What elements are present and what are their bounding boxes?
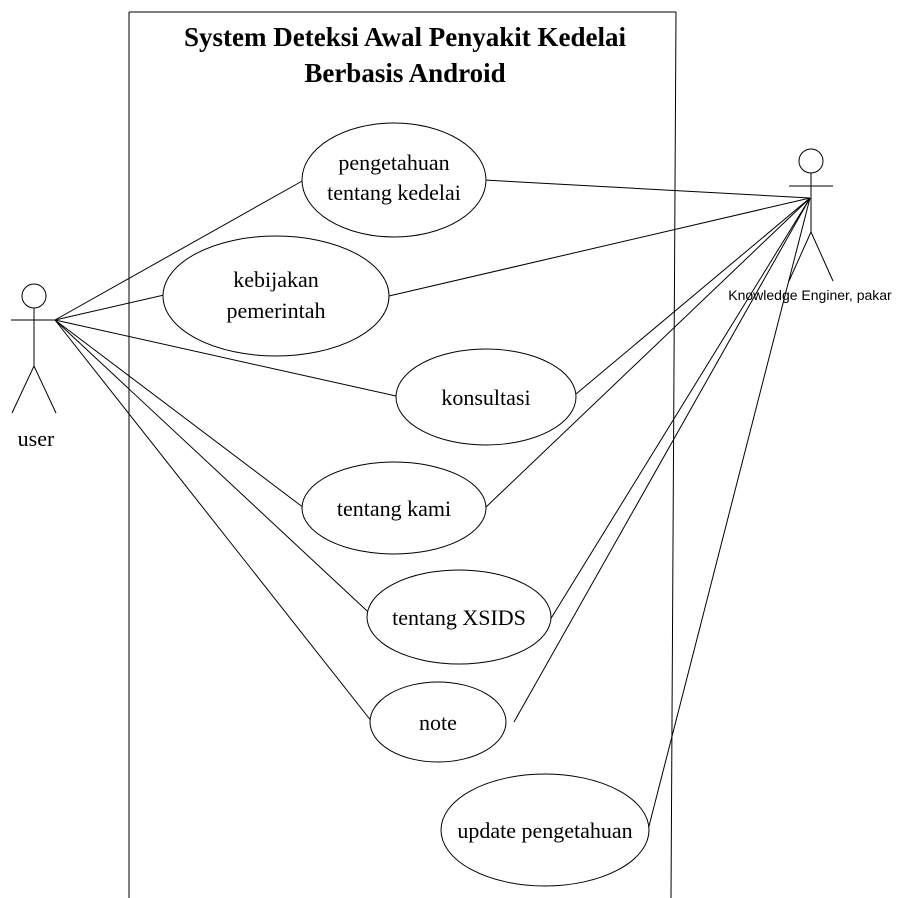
use-case-tentang-xsids: tentang XSIDS	[366, 569, 552, 665]
assoc-user-kebijakan	[54, 294, 165, 321]
use-case-kebijakan: kebijakan pemerintah	[162, 235, 390, 357]
expert-associations	[388, 179, 811, 831]
stick-figure-icon	[788, 148, 834, 282]
use-case-note: note	[369, 681, 507, 763]
assoc-user-tentang-xsids	[54, 319, 381, 624]
use-case-pengetahuan: pengetahuan tentang kedelai	[301, 122, 487, 238]
actor-user-label: user	[18, 426, 55, 451]
use-case-pengetahuan-line1: pengetahuan	[338, 150, 449, 175]
assoc-expert-konsultasi	[575, 197, 811, 395]
user-associations	[54, 179, 397, 723]
assoc-expert-update	[647, 197, 811, 831]
assoc-expert-tentang-kami	[484, 197, 811, 509]
actor-expert-label: Knowledge Enginer, pakar	[728, 287, 892, 303]
assoc-user-konsultasi	[54, 319, 397, 397]
assoc-expert-tentang-xsids	[549, 197, 811, 621]
use-case-kebijakan-line1: kebijakan	[233, 267, 319, 292]
stick-figure-icon	[11, 283, 57, 414]
assoc-user-note	[54, 319, 373, 723]
system-title-line1: System Deteksi Awal Penyakit Kedelai	[184, 22, 626, 52]
assoc-expert-note	[513, 197, 811, 723]
system-boundary	[128, 11, 677, 898]
use-case-update-label: update pengetahuan	[457, 818, 632, 843]
assoc-expert-kebijakan	[388, 197, 811, 297]
assoc-user-pengetahuan	[54, 179, 305, 321]
use-case-note-label: note	[419, 710, 457, 735]
use-case-konsultasi: konsultasi	[395, 348, 577, 446]
use-case-tentang-xsids-label: tentang XSIDS	[392, 605, 526, 630]
actor-expert: Knowledge Enginer, pakar	[728, 148, 892, 303]
use-case-konsultasi-label: konsultasi	[441, 385, 530, 410]
actor-user: user	[11, 283, 57, 451]
assoc-expert-pengetahuan	[483, 179, 811, 199]
use-case-pengetahuan-line2: tentang kedelai	[327, 180, 461, 205]
use-case-kebijakan-line2: pemerintah	[227, 298, 326, 323]
use-case-tentang-kami-label: tentang kami	[337, 496, 451, 521]
use-case-update: update pengetahuan	[440, 773, 650, 887]
use-case-tentang-kami: tentang kami	[301, 461, 487, 555]
system-title-line2: Berbasis Android	[304, 58, 505, 88]
assoc-user-tentang-kami	[54, 319, 305, 509]
